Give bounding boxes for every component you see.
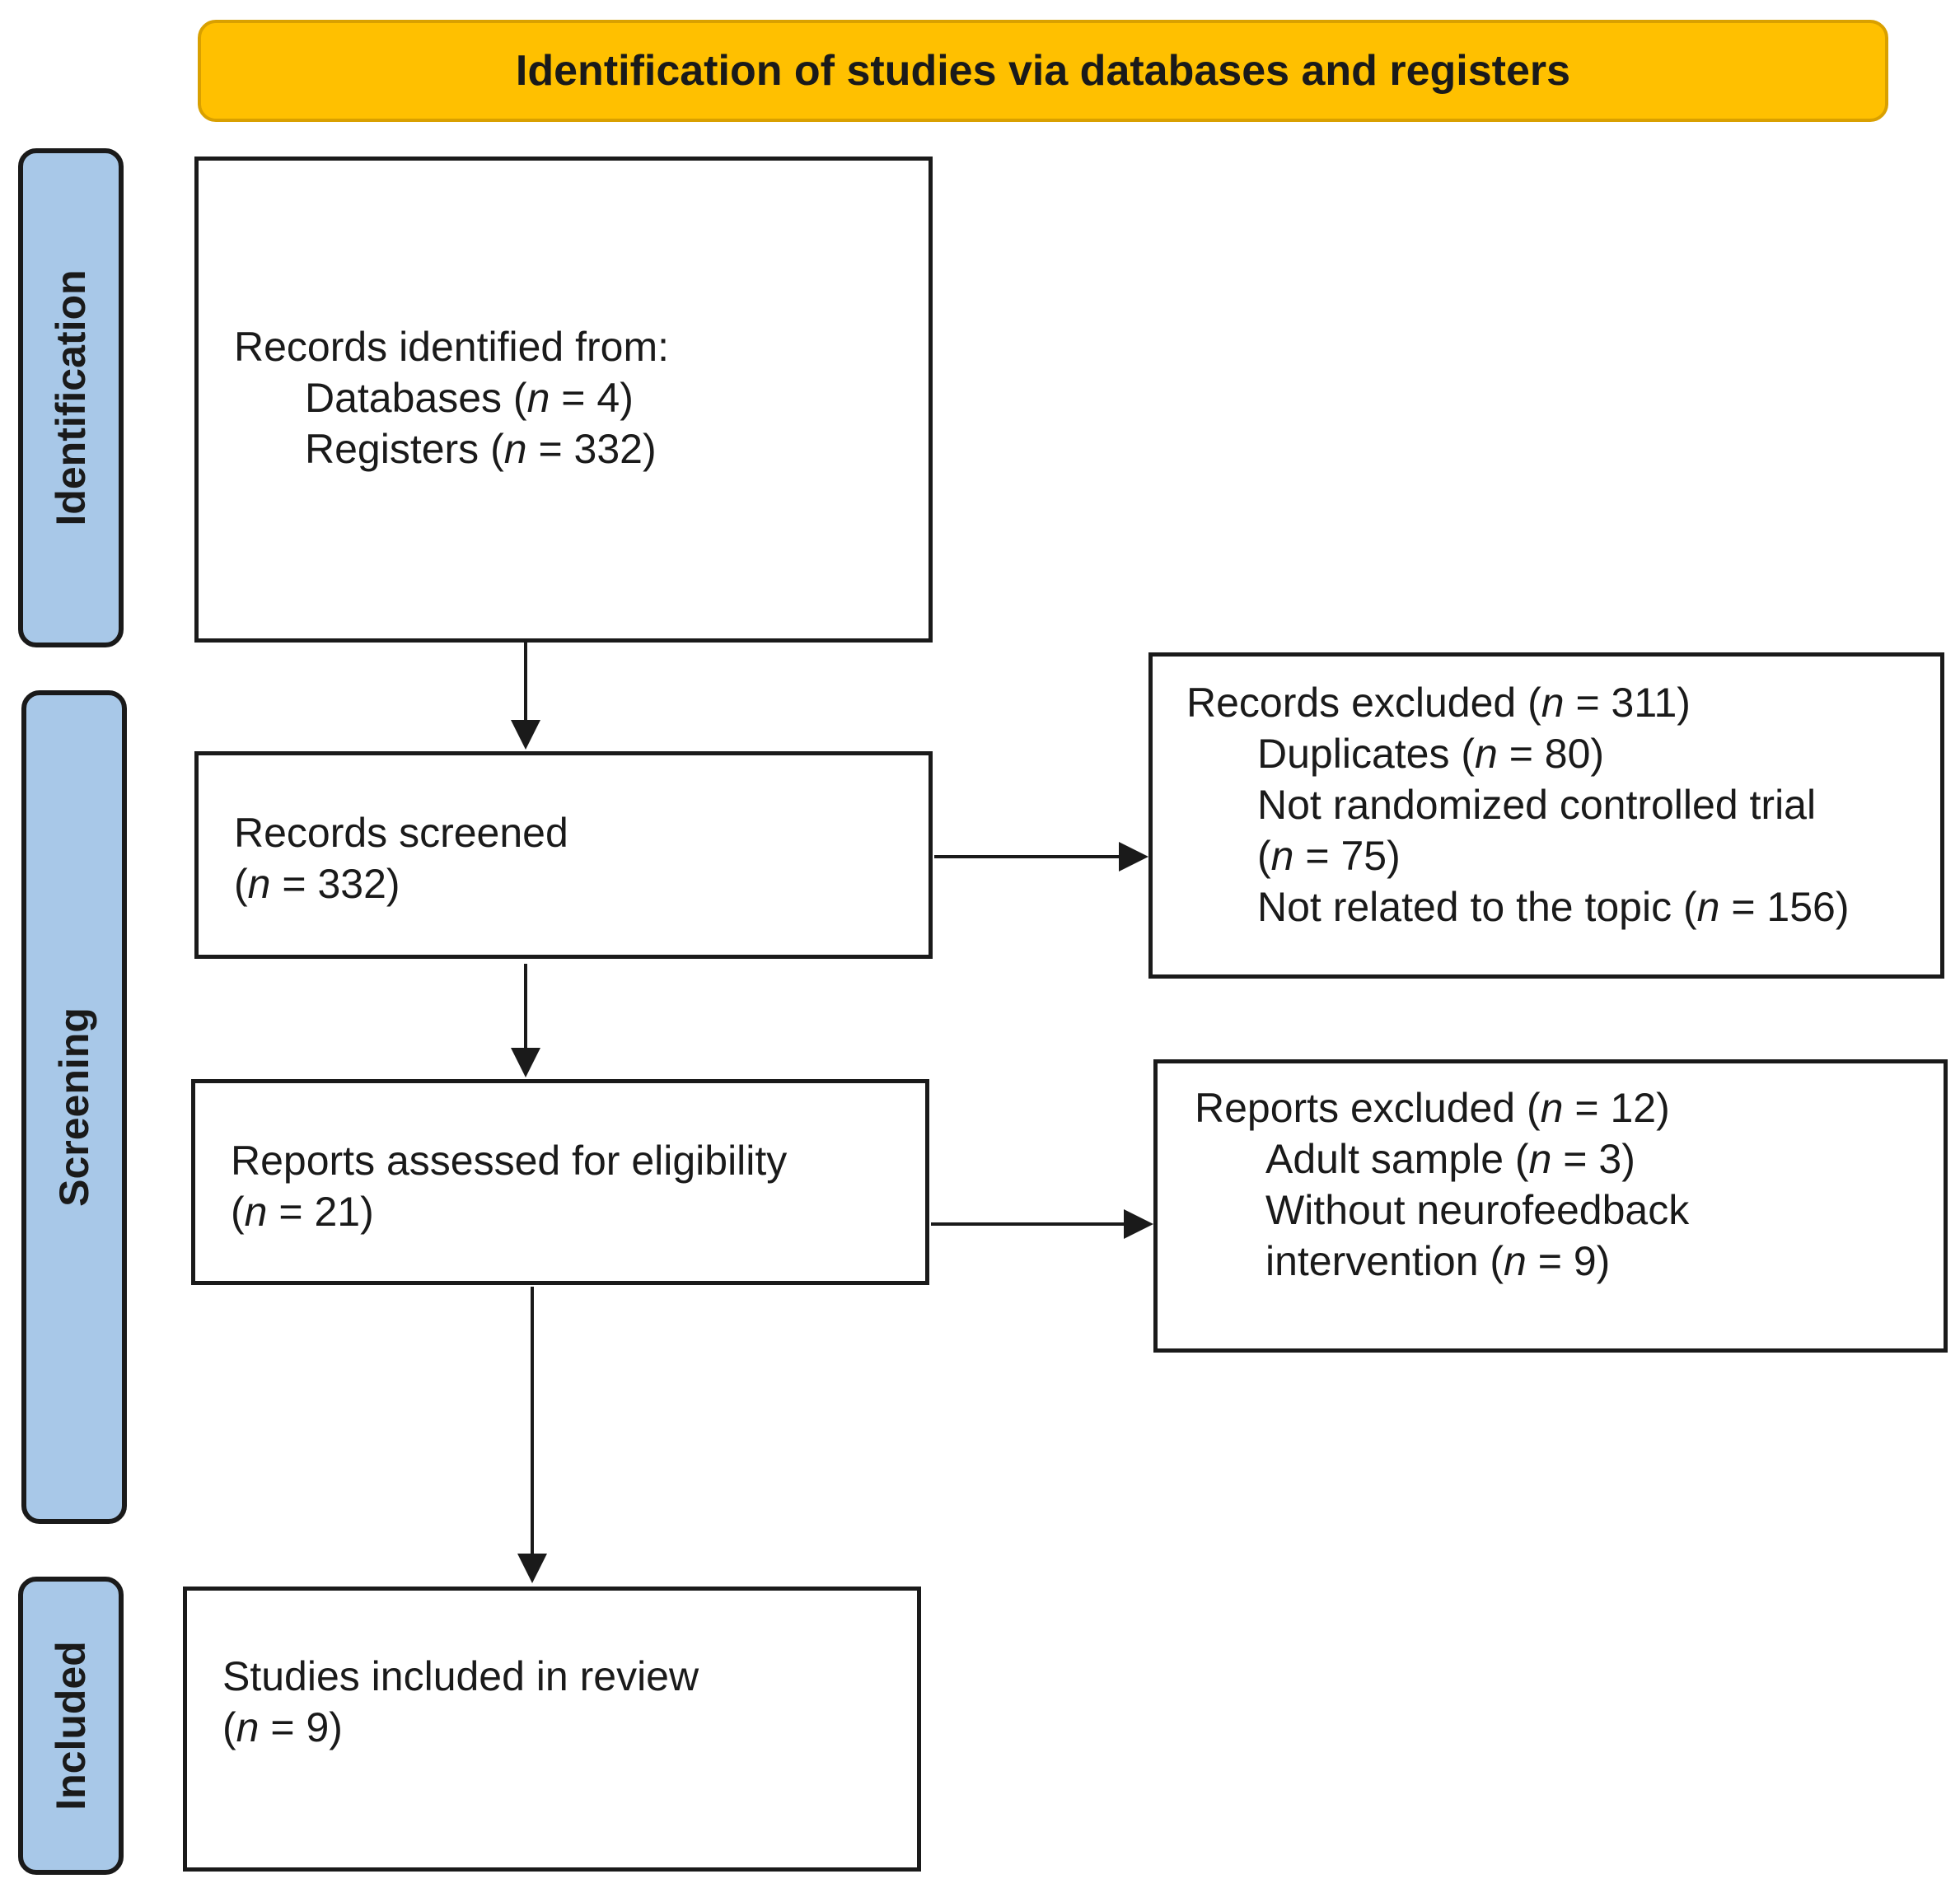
phase-included: Included (18, 1577, 124, 1875)
reports-assessed-count: (n = 21) (231, 1189, 374, 1235)
box-records-screened (194, 751, 933, 959)
records-excluded-text: Records excluded (n = 311) Duplicates (n… (1186, 677, 1850, 932)
records-screened-heading: Records screened (234, 810, 568, 856)
banner-identification-header: Identification of studies via databases … (198, 20, 1888, 122)
banner-title: Identification of studies via databases … (515, 47, 1571, 95)
phase-identification-label: Identification (48, 269, 94, 526)
box-studies-included (183, 1587, 921, 1872)
phase-screening-label: Screening (51, 1007, 97, 1207)
box-reports-assessed (191, 1079, 929, 1285)
arrowhead-screened-to-excluded (1119, 842, 1148, 872)
studies-included-heading: Studies included in review (222, 1653, 699, 1699)
records-excluded-heading: Records excluded (n = 311) (1186, 680, 1691, 726)
studies-included-count: (n = 9) (222, 1704, 343, 1750)
arrowhead-screened-to-assessed (511, 1048, 540, 1077)
not-rct-count-line: (n = 75) (1257, 833, 1401, 879)
reports-assessed-heading: Reports assessed for eligibility (231, 1138, 788, 1184)
records-identified-heading: Records identified from: (234, 324, 670, 370)
reports-assessed-text: Reports assessed for eligibility (n = 21… (231, 1135, 787, 1237)
arrowhead-identified-to-screened (511, 720, 540, 750)
box-records-excluded (1148, 652, 1944, 979)
phase-screening: Screening (21, 690, 127, 1524)
not-rct-line: Not randomized controlled trial (1257, 782, 1817, 828)
duplicates-line: Duplicates (n = 80) (1257, 731, 1605, 777)
records-identified-text: Records identified from: Databases (n = … (234, 321, 669, 474)
box-reports-excluded (1153, 1059, 1948, 1353)
reports-excluded-text: Reports excluded (n = 12) Adult sample (… (1195, 1082, 1689, 1287)
without-neurofeedback-line: Without neurofeedback (1265, 1187, 1690, 1233)
arrowhead-assessed-to-included (517, 1554, 547, 1583)
phase-included-label: Included (48, 1641, 94, 1811)
databases-line: Databases (n = 4) (305, 375, 634, 421)
registers-line: Registers (n = 332) (305, 426, 657, 472)
records-screened-text: Records screened (n = 332) (234, 807, 568, 909)
phase-identification: Identification (18, 148, 124, 647)
box-records-identified (194, 157, 933, 643)
studies-included-text: Studies included in review (n = 9) (222, 1651, 699, 1753)
adult-sample-line: Adult sample (n = 3) (1265, 1136, 1635, 1182)
not-related-line: Not related to the topic (n = 156) (1257, 884, 1850, 930)
reports-excluded-heading: Reports excluded (n = 12) (1195, 1085, 1670, 1131)
records-screened-count: (n = 332) (234, 861, 400, 907)
arrowhead-assessed-to-reports-excluded (1124, 1209, 1153, 1239)
intervention-line: intervention (n = 9) (1265, 1238, 1611, 1284)
